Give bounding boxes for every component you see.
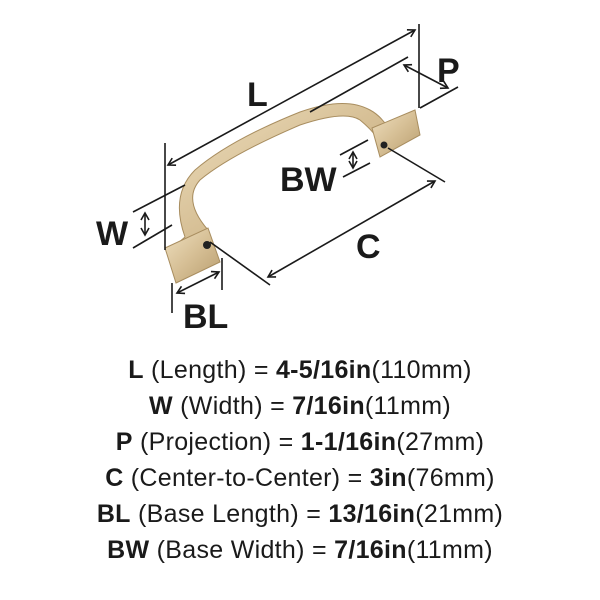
spec-key: BL xyxy=(96,500,131,528)
spec-name: (Projection) = xyxy=(132,428,301,456)
spec-value: 3in xyxy=(369,464,407,492)
spec-value: 7/16in xyxy=(292,392,365,420)
label-L: L xyxy=(247,76,268,114)
spec-name: (Base Width) = xyxy=(149,536,335,564)
spec-value: 13/16in xyxy=(328,500,416,528)
spec-key: C xyxy=(105,464,124,492)
spec-value: 4-5/16in xyxy=(275,356,372,384)
spec-key: L xyxy=(128,356,144,384)
label-W: W xyxy=(96,215,129,253)
dimension-lines xyxy=(132,24,459,313)
spec-metric: (27mm) xyxy=(396,428,485,456)
spec-name: (Base Length) = xyxy=(130,500,329,528)
spec-value: 1-1/16in xyxy=(300,428,397,456)
spec-name: (Width) = xyxy=(172,392,293,420)
spec-projection: P (Projection) = 1-1/16in(27mm) xyxy=(0,424,600,460)
spec-key: W xyxy=(149,392,173,420)
spec-key: BW xyxy=(107,536,150,564)
label-P: P xyxy=(437,52,460,90)
spec-metric: (21mm) xyxy=(415,500,504,528)
spec-width: W (Width) = 7/16in(11mm) xyxy=(0,388,600,424)
spec-value: 7/16in xyxy=(334,536,407,564)
label-BW: BW xyxy=(280,161,338,199)
specifications-list: L (Length) = 4-5/16in(110mm) W (Width) =… xyxy=(0,352,600,568)
label-C: C xyxy=(356,228,381,266)
spec-base-length: BL (Base Length) = 13/16in(21mm) xyxy=(0,496,600,532)
spec-metric: (11mm) xyxy=(406,536,493,564)
spec-name: (Length) = xyxy=(143,356,276,384)
dimension-diagram: L P BW W C BL xyxy=(96,24,460,336)
spec-base-width: BW (Base Width) = 7/16in(11mm) xyxy=(0,532,600,568)
spec-key: P xyxy=(115,428,133,456)
spec-metric: (11mm) xyxy=(364,392,451,420)
label-BL: BL xyxy=(183,298,228,336)
spec-metric: (110mm) xyxy=(371,356,472,384)
spec-metric: (76mm) xyxy=(406,464,495,492)
spec-center-to-center: C (Center-to-Center) = 3in(76mm) xyxy=(0,460,600,496)
spec-name: (Center-to-Center) = xyxy=(123,464,370,492)
spec-length: L (Length) = 4-5/16in(110mm) xyxy=(0,352,600,388)
